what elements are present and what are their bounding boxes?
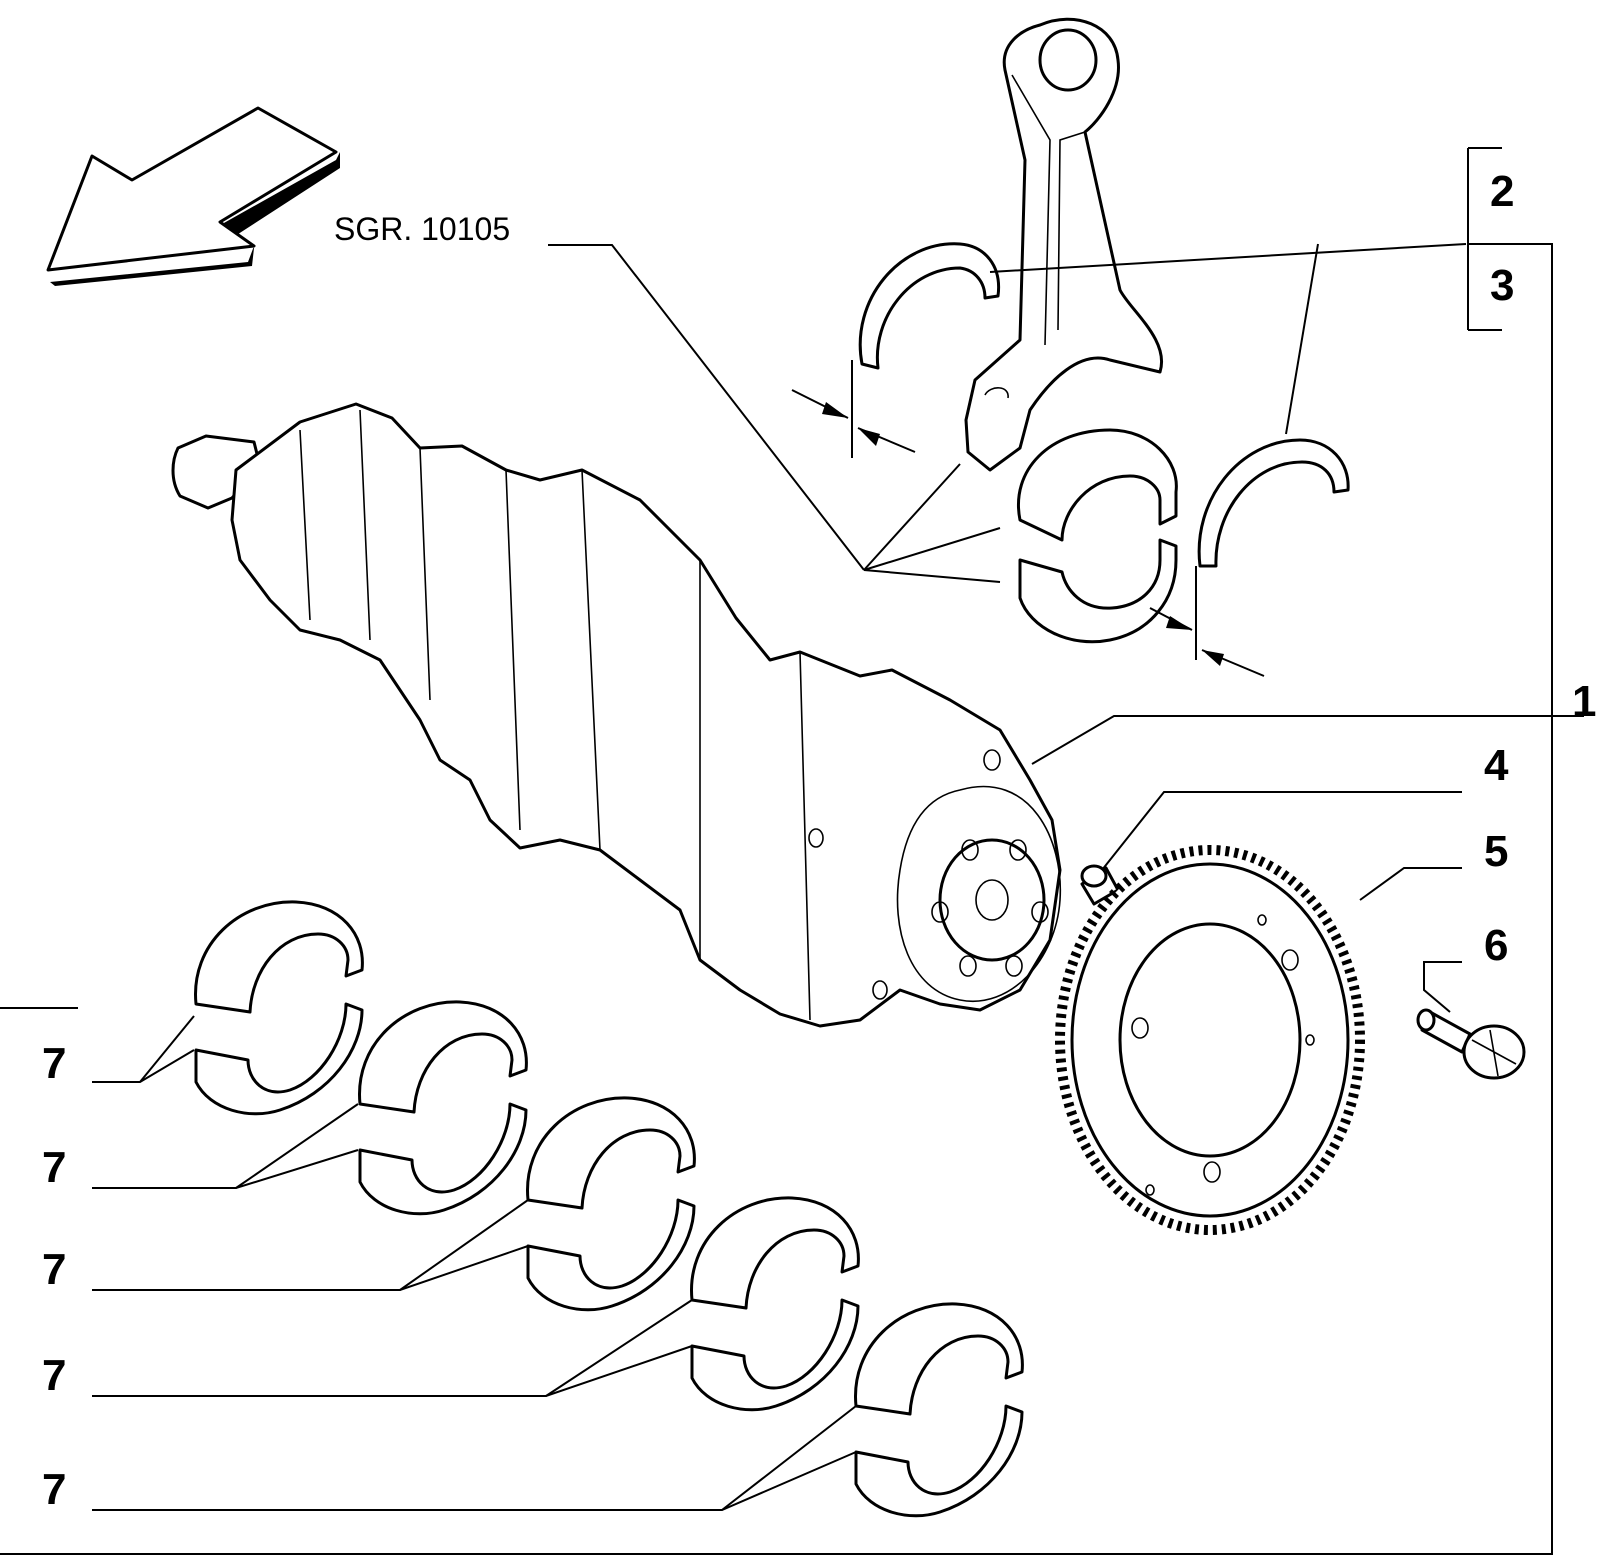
- callout-7c: 7: [42, 1245, 66, 1294]
- callout-7a: 7: [42, 1039, 66, 1088]
- callout-3: 3: [1490, 261, 1514, 310]
- rod-bearing-shells: [1017, 428, 1178, 644]
- connecting-rod: [964, 17, 1164, 472]
- main-bearing-shell-3: [526, 1096, 696, 1312]
- thrust-washer-upper: [858, 242, 1001, 370]
- main-bearing-shell-1: [194, 900, 364, 1116]
- callout-6: 6: [1484, 921, 1508, 970]
- leader-lines: [0, 147, 1584, 1555]
- callout-1: 1: [1572, 677, 1596, 726]
- callout-7e: 7: [42, 1465, 66, 1514]
- direction-arrow-icon: [46, 106, 340, 286]
- crankshaft: [171, 402, 1062, 1028]
- main-bearing-shell-4: [690, 1196, 860, 1412]
- screw: [1416, 1008, 1526, 1080]
- thrust-washer-lower: [1197, 438, 1350, 568]
- clearance-arrows: [791, 360, 1265, 677]
- callout-5: 5: [1484, 827, 1508, 876]
- reference-label: SGR. 10105: [334, 211, 510, 247]
- callout-7b: 7: [42, 1143, 66, 1192]
- main-bearing-shell-2: [358, 1000, 528, 1216]
- timing-gear: [1055, 845, 1365, 1235]
- callout-7d: 7: [42, 1351, 66, 1400]
- callout-2: 2: [1490, 167, 1514, 216]
- main-bearing-shell-5: [854, 1302, 1024, 1518]
- callout-4: 4: [1484, 741, 1509, 790]
